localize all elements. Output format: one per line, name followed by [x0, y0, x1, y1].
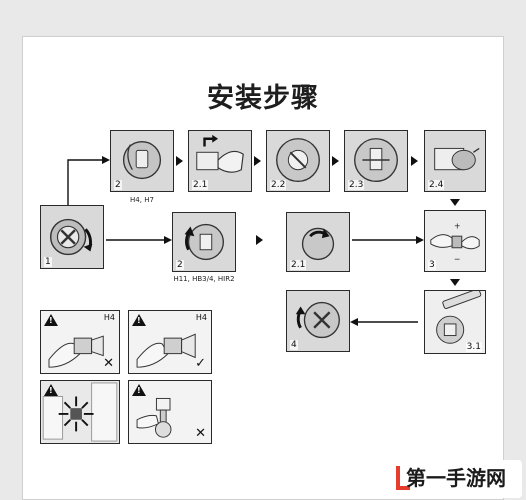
bulb-rotate-out-illustration: [184, 223, 225, 261]
step-4-panel: 4: [286, 290, 350, 352]
step-2-4-panel: 2.4: [424, 130, 486, 192]
bulb-reverse-rotate-illustration: [301, 227, 335, 261]
step-2-caption: H4, H7: [130, 196, 154, 204]
step-number: 2.2: [270, 180, 287, 190]
step-1-panel: 1: [40, 205, 104, 269]
step-2-alt-caption: H11, HB3/4, HIR2: [173, 275, 235, 283]
warning-mark: !: [49, 316, 53, 325]
step-2-2-panel: 2.2: [266, 130, 330, 192]
warning-panel-h4-right: ! H4 ✓: [128, 310, 212, 374]
warning-panel-h4-wrong: ! H4 ✕: [40, 310, 120, 374]
step-2-alt-panel: 2: [172, 212, 236, 272]
step-number: 2.1: [290, 260, 307, 270]
warning-icon: [132, 314, 146, 326]
bulb-socket-illustration: [276, 138, 320, 182]
cover-rotate-illustration: [295, 301, 340, 339]
step-number: 2.4: [428, 180, 445, 190]
svg-text:+: +: [454, 221, 460, 230]
step-number: 3: [428, 260, 436, 270]
watermark-badge: [390, 460, 522, 498]
warning-mark: !: [137, 386, 141, 395]
driver-cable-illustration: [436, 291, 482, 344]
connector-plug-illustration: + −: [430, 221, 480, 263]
page-title: 安装步骤: [207, 83, 319, 114]
warning-panel-no-touch: ! ✕: [128, 380, 212, 444]
step-number: 2: [176, 260, 184, 270]
hand-on-bulb-illustration: [136, 397, 172, 438]
step-number: 2.1: [192, 180, 209, 190]
bulb-connector-illustration: [434, 147, 480, 171]
correct-icon: ✓: [195, 356, 206, 371]
svg-text:−: −: [454, 254, 460, 263]
step-2-1-alt-panel: 2.1: [286, 212, 350, 272]
step-2-3-panel: 2.3: [344, 130, 408, 192]
warning-icon: [132, 384, 146, 396]
step-2-panel: 2: [110, 130, 174, 192]
warning-icon: [44, 384, 58, 396]
bulb-type-label: H4: [195, 313, 207, 322]
step-3-1-panel: 3.1: [424, 290, 486, 354]
step-number: 1: [44, 257, 52, 267]
step-3-panel: + − 3: [424, 210, 486, 272]
hand-pull-clip-illustration: [196, 134, 244, 173]
step-number: 4: [290, 340, 298, 350]
wrong-icon: ✕: [103, 356, 114, 371]
bulb-insert-illustration: [354, 138, 398, 182]
watermark-text: 第一手游网: [406, 466, 506, 490]
headlamp-rotate-illustration: [49, 218, 93, 256]
warning-mark: !: [137, 316, 141, 325]
bulb-type-label: H4: [103, 313, 115, 322]
step-2-1-panel: 2.1: [188, 130, 252, 192]
step-number: 2: [114, 180, 122, 190]
wrong-icon: ✕: [195, 426, 206, 441]
bulb-remove-illustration: [122, 140, 162, 180]
bulb-installed-right-illustration: [136, 333, 196, 368]
warning-mark: !: [49, 386, 53, 395]
step-number: 3.1: [465, 342, 482, 352]
heat-dissipation-illustration: [42, 382, 118, 442]
bulb-installed-wrong-illustration: [48, 335, 104, 368]
warning-icon: [44, 314, 58, 326]
watermark-logo-icon: [396, 466, 410, 490]
step-number: 2.3: [348, 180, 365, 190]
warning-panel-airflow: !: [40, 380, 120, 444]
